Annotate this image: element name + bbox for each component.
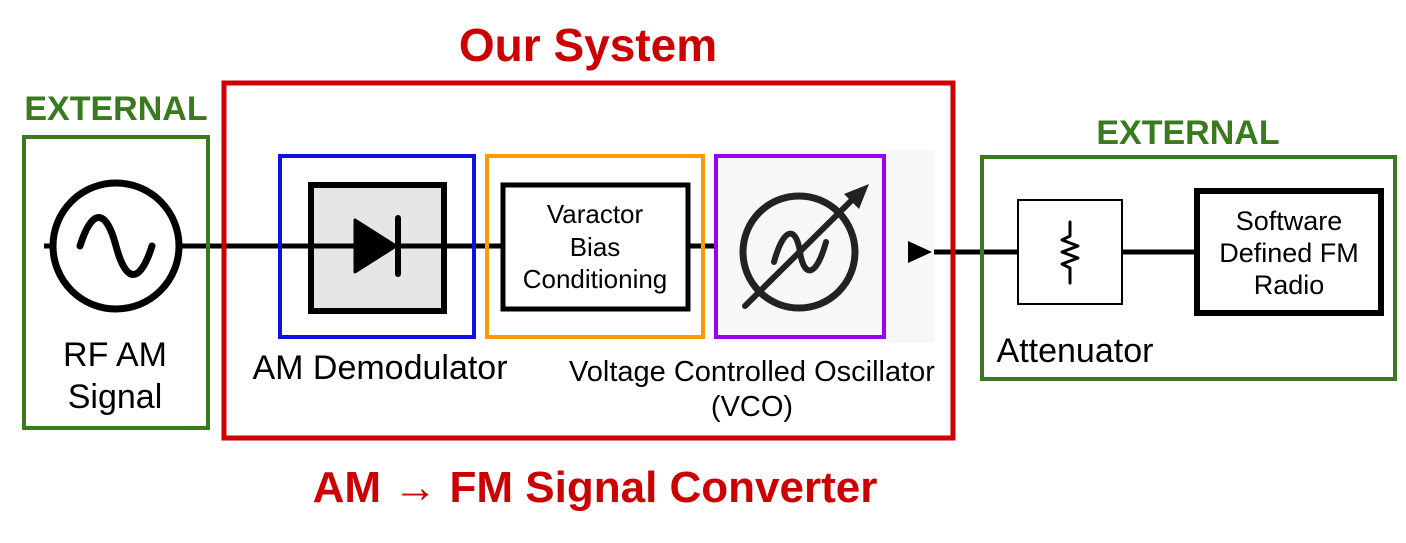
diode-icon (311, 215, 444, 277)
attenuator-label: Attenuator (997, 332, 1154, 370)
external-left-box (22, 135, 210, 430)
varactor-label-line1: Varactor (547, 199, 644, 229)
resistor-icon (1060, 220, 1080, 285)
vco-symbol-icon (739, 184, 869, 312)
output-arrowhead (908, 241, 932, 263)
system-title: Our System (459, 19, 717, 71)
vco-outline (714, 154, 886, 339)
demodulator-label: AM Demodulator (252, 349, 507, 387)
attenuator-block (1017, 199, 1123, 305)
sdr-label-line1: Software (1236, 206, 1343, 236)
rf-am-signal-label-line1: RF AM (63, 336, 167, 374)
sdr-label-line2: Defined FM (1219, 238, 1359, 268)
rf-am-signal-label-line2: Signal (68, 378, 163, 416)
sdr-block (1194, 188, 1384, 316)
external-right-label: EXTERNAL (1096, 114, 1279, 152)
vco-label-line1: Voltage Controlled Oscillator (569, 356, 935, 388)
external-right-box (980, 155, 1397, 381)
converter-caption: AM → FM Signal Converter (313, 463, 878, 512)
varactor-label-line2: Bias (570, 232, 621, 262)
sdr-label-line3: Radio (1254, 270, 1325, 300)
varactor-outline (485, 154, 705, 339)
external-left-label: EXTERNAL (24, 90, 207, 128)
varactor-label-line3: Conditioning (523, 264, 668, 294)
system-box (221, 80, 956, 441)
demodulator-outline (278, 154, 476, 339)
ac-sine-source-icon (49, 179, 183, 313)
varactor-block (500, 182, 691, 312)
vco-label-line2: (VCO) (711, 391, 793, 423)
